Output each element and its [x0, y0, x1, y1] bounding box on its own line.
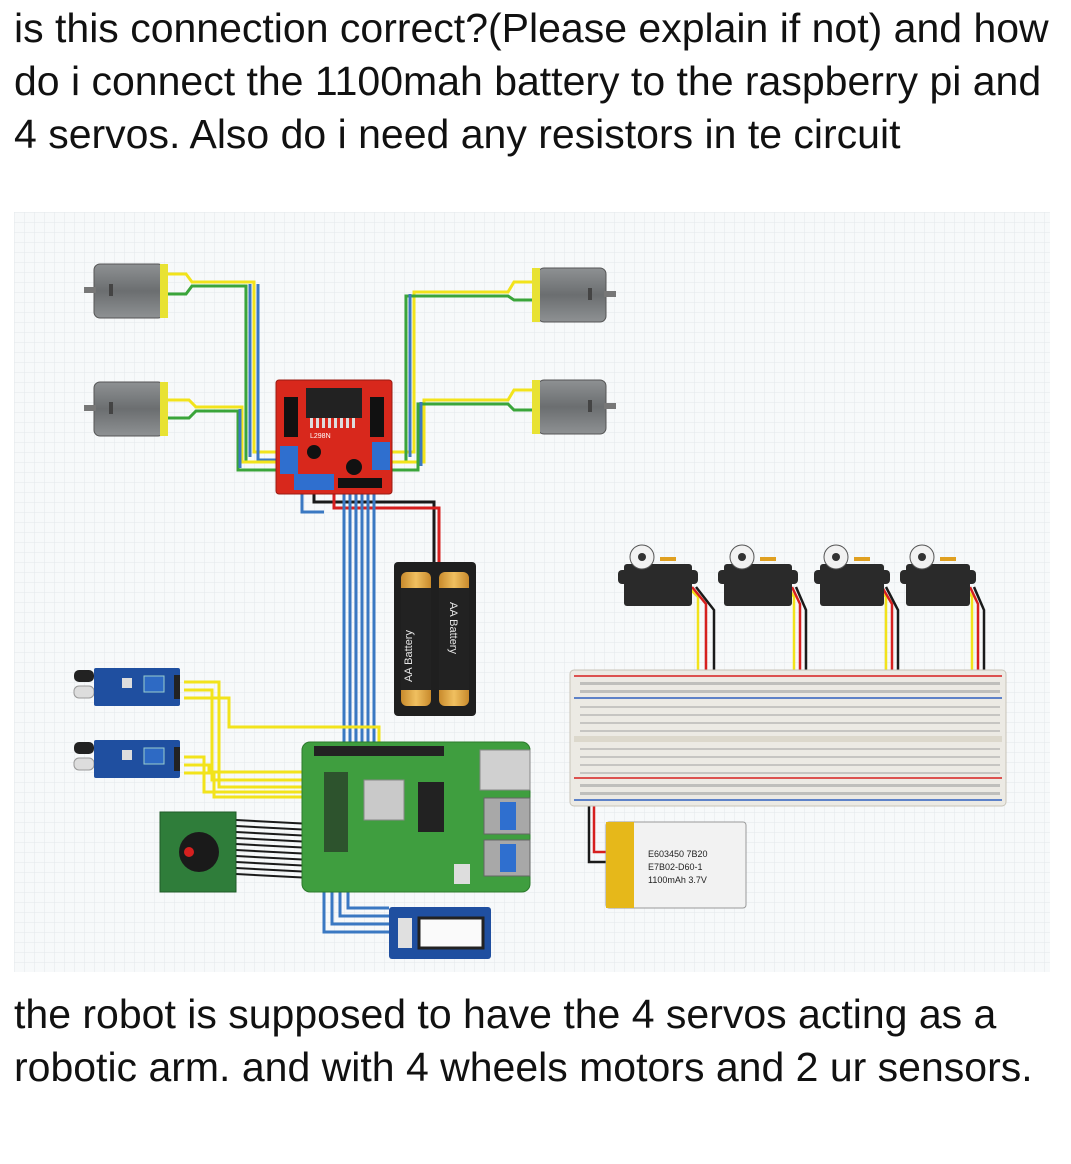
footer-text: the robot is supposed to have the 4 serv…: [14, 991, 1033, 1090]
servo-2: [718, 544, 798, 606]
circuit-diagram: L298N AA Battery AA Battery: [14, 212, 1050, 972]
dc-motor-top-right: [532, 267, 616, 323]
servo-4: [900, 544, 976, 606]
raspberry-pi-board: [301, 741, 531, 893]
aa-battery-holder: AA Battery AA Battery: [394, 562, 476, 716]
breadboard: [569, 669, 1007, 807]
servo-wires: [687, 586, 986, 672]
battery-label-left: AA Battery: [403, 630, 415, 682]
sensor-module-1: [73, 668, 180, 706]
lipo-battery: E603450 7B20 E7B02-D60-1 1100mAh 3.7V: [605, 821, 747, 909]
dc-motor-bottom-left: [84, 381, 168, 437]
driver-signal-wires: [342, 488, 376, 747]
servo-1: [618, 544, 698, 606]
motor-driver-board: L298N: [275, 379, 393, 495]
oled-display: [389, 907, 491, 959]
sensor-module-2: [73, 740, 180, 778]
motor-wires: [164, 272, 534, 472]
dc-motor-bottom-right: [532, 379, 616, 435]
lipo-label-line3: 1100mAh 3.7V: [648, 875, 707, 885]
battery-label-right: AA Battery: [447, 602, 459, 654]
driver-label: L298N: [310, 433, 331, 440]
camera-module: [159, 811, 237, 893]
lipo-label-line2: E7B02-D60-1: [648, 862, 703, 872]
dc-motor-top-left: [84, 263, 168, 319]
servo-3: [814, 544, 890, 606]
lipo-label-line1: E603450 7B20: [648, 849, 708, 859]
question-text: is this connection correct?(Please expla…: [14, 5, 1049, 157]
